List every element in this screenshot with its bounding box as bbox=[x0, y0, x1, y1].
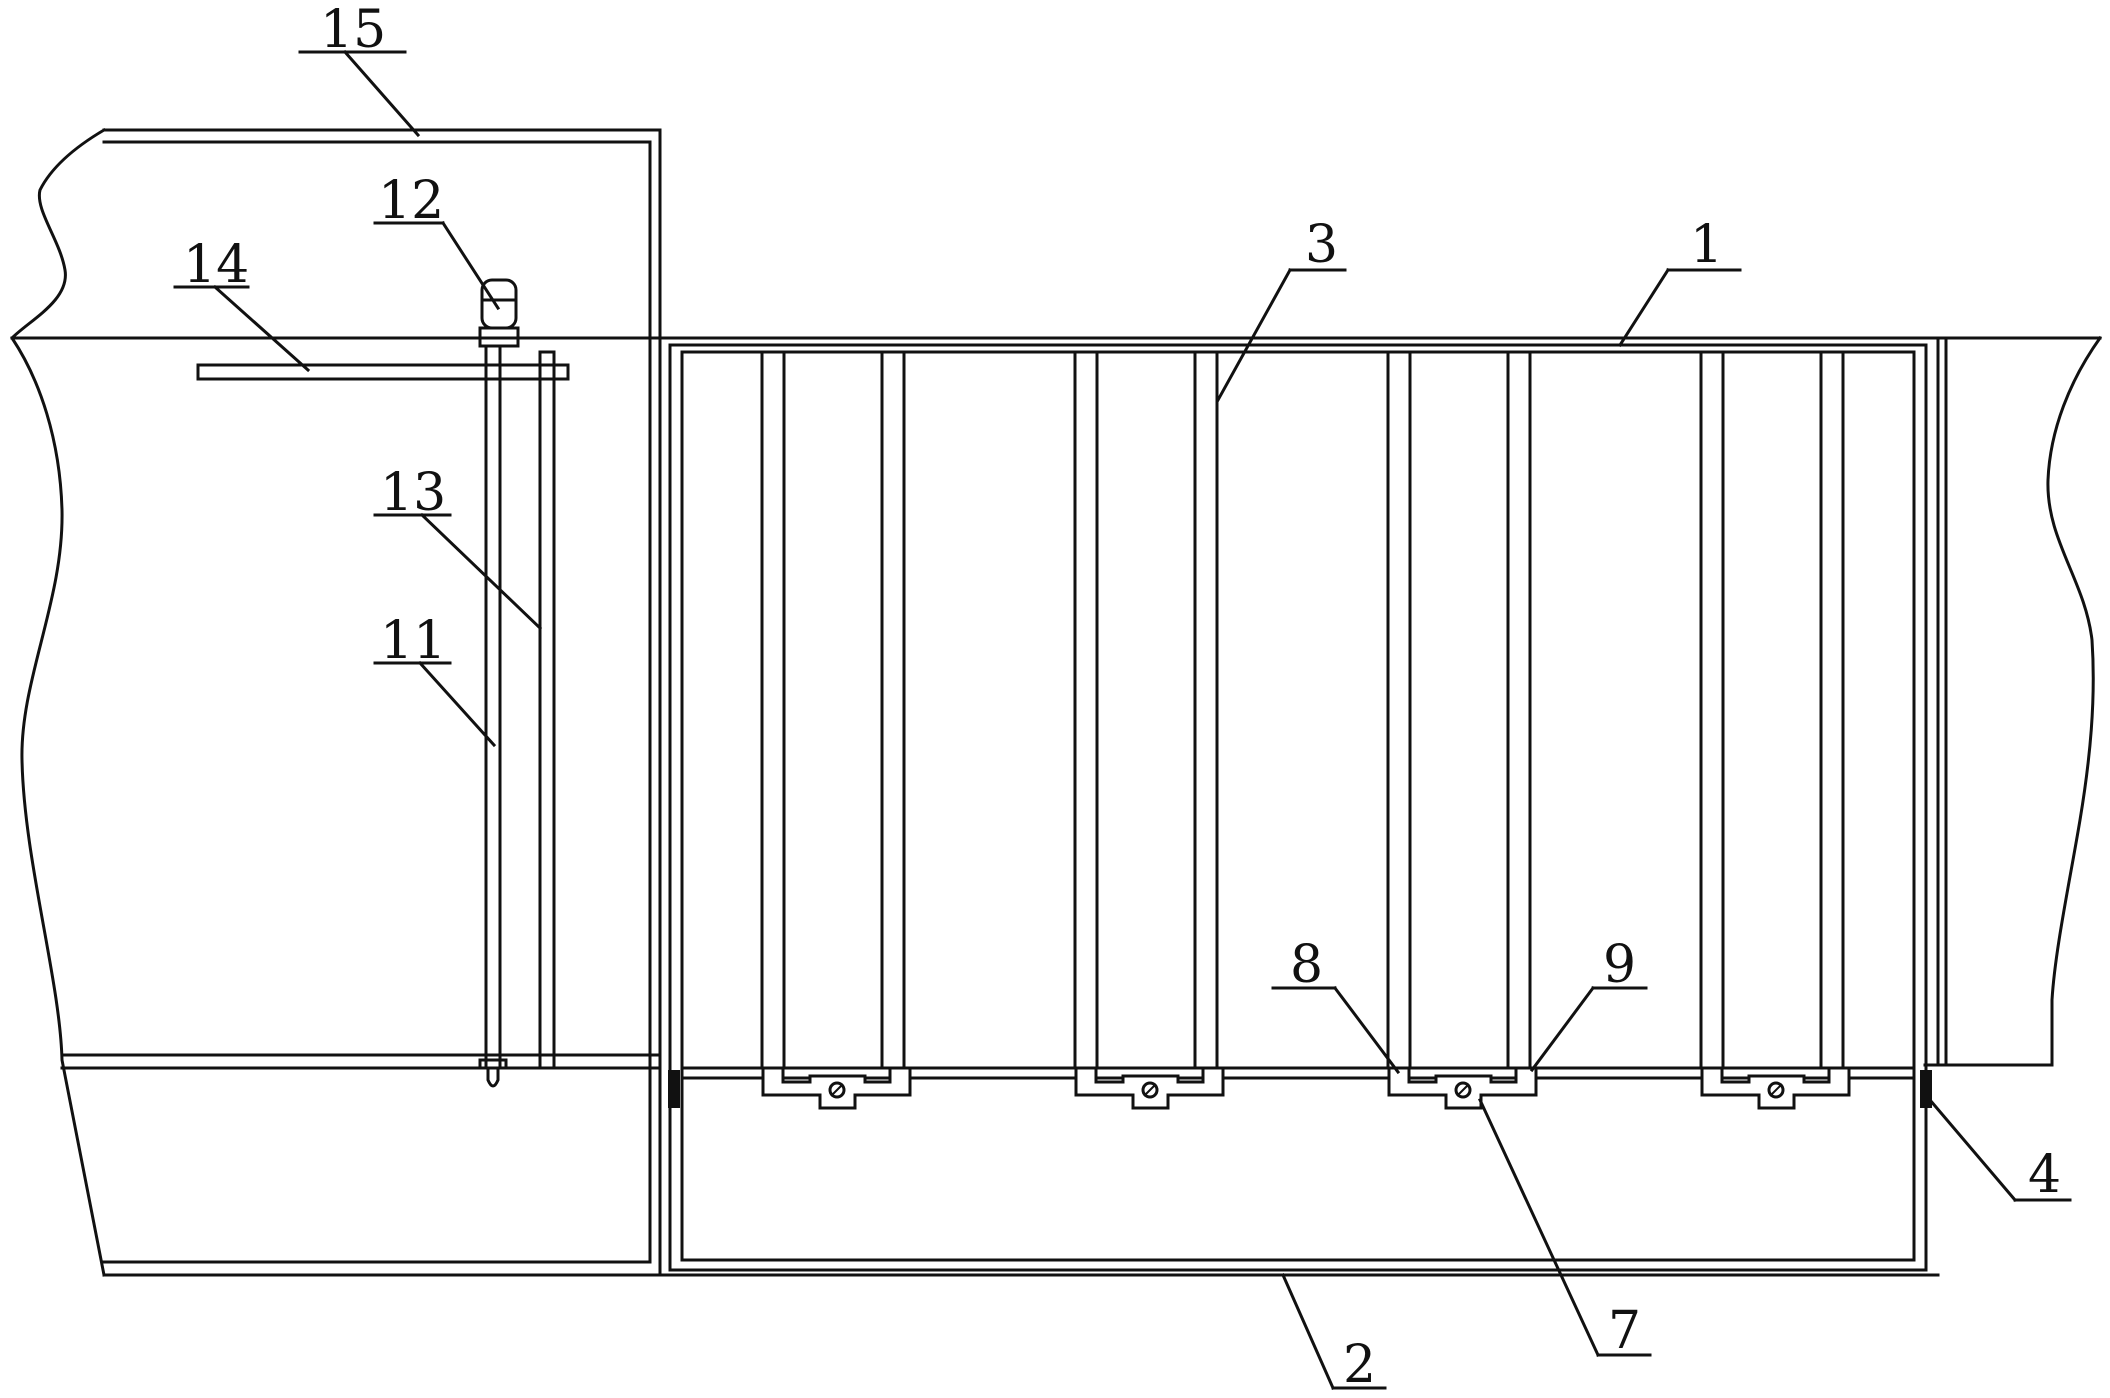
label-8: 8 bbox=[1290, 935, 1323, 995]
left-wall bbox=[10, 127, 662, 1277]
right-wall bbox=[1923, 335, 2103, 1067]
label-7: 7 bbox=[1608, 1301, 1641, 1361]
hinge-4 bbox=[1700, 1066, 1851, 1110]
label-13: 13 bbox=[380, 463, 446, 523]
label-2: 2 bbox=[1343, 1335, 1376, 1395]
label-11: 11 bbox=[380, 611, 446, 671]
leader-lines bbox=[173, 49, 2072, 1390]
hinge-brackets bbox=[761, 1066, 1851, 1110]
part-labels: 15 12 14 13 11 3 1 8 9 7 4 2 bbox=[183, 0, 2061, 1395]
label-1: 1 bbox=[1690, 215, 1723, 275]
drive-assembly bbox=[196, 278, 570, 1088]
left-chamber-bottom bbox=[60, 1053, 662, 1070]
screen-frame bbox=[668, 343, 1928, 1272]
arm bbox=[196, 363, 570, 381]
hinge-2 bbox=[1074, 1066, 1225, 1110]
label-12: 12 bbox=[378, 171, 444, 231]
hinge-1 bbox=[761, 1066, 912, 1110]
label-15: 15 bbox=[320, 0, 386, 60]
shaft-end bbox=[486, 1066, 500, 1088]
label-4: 4 bbox=[2028, 1145, 2061, 1205]
label-9: 9 bbox=[1603, 935, 1636, 995]
guide-rod bbox=[538, 350, 556, 1070]
label-14: 14 bbox=[183, 235, 249, 295]
motor bbox=[480, 278, 518, 330]
seals bbox=[668, 1070, 1932, 1108]
shaft bbox=[484, 344, 502, 1070]
label-3: 3 bbox=[1305, 215, 1338, 275]
hinge-3 bbox=[1387, 1066, 1538, 1110]
